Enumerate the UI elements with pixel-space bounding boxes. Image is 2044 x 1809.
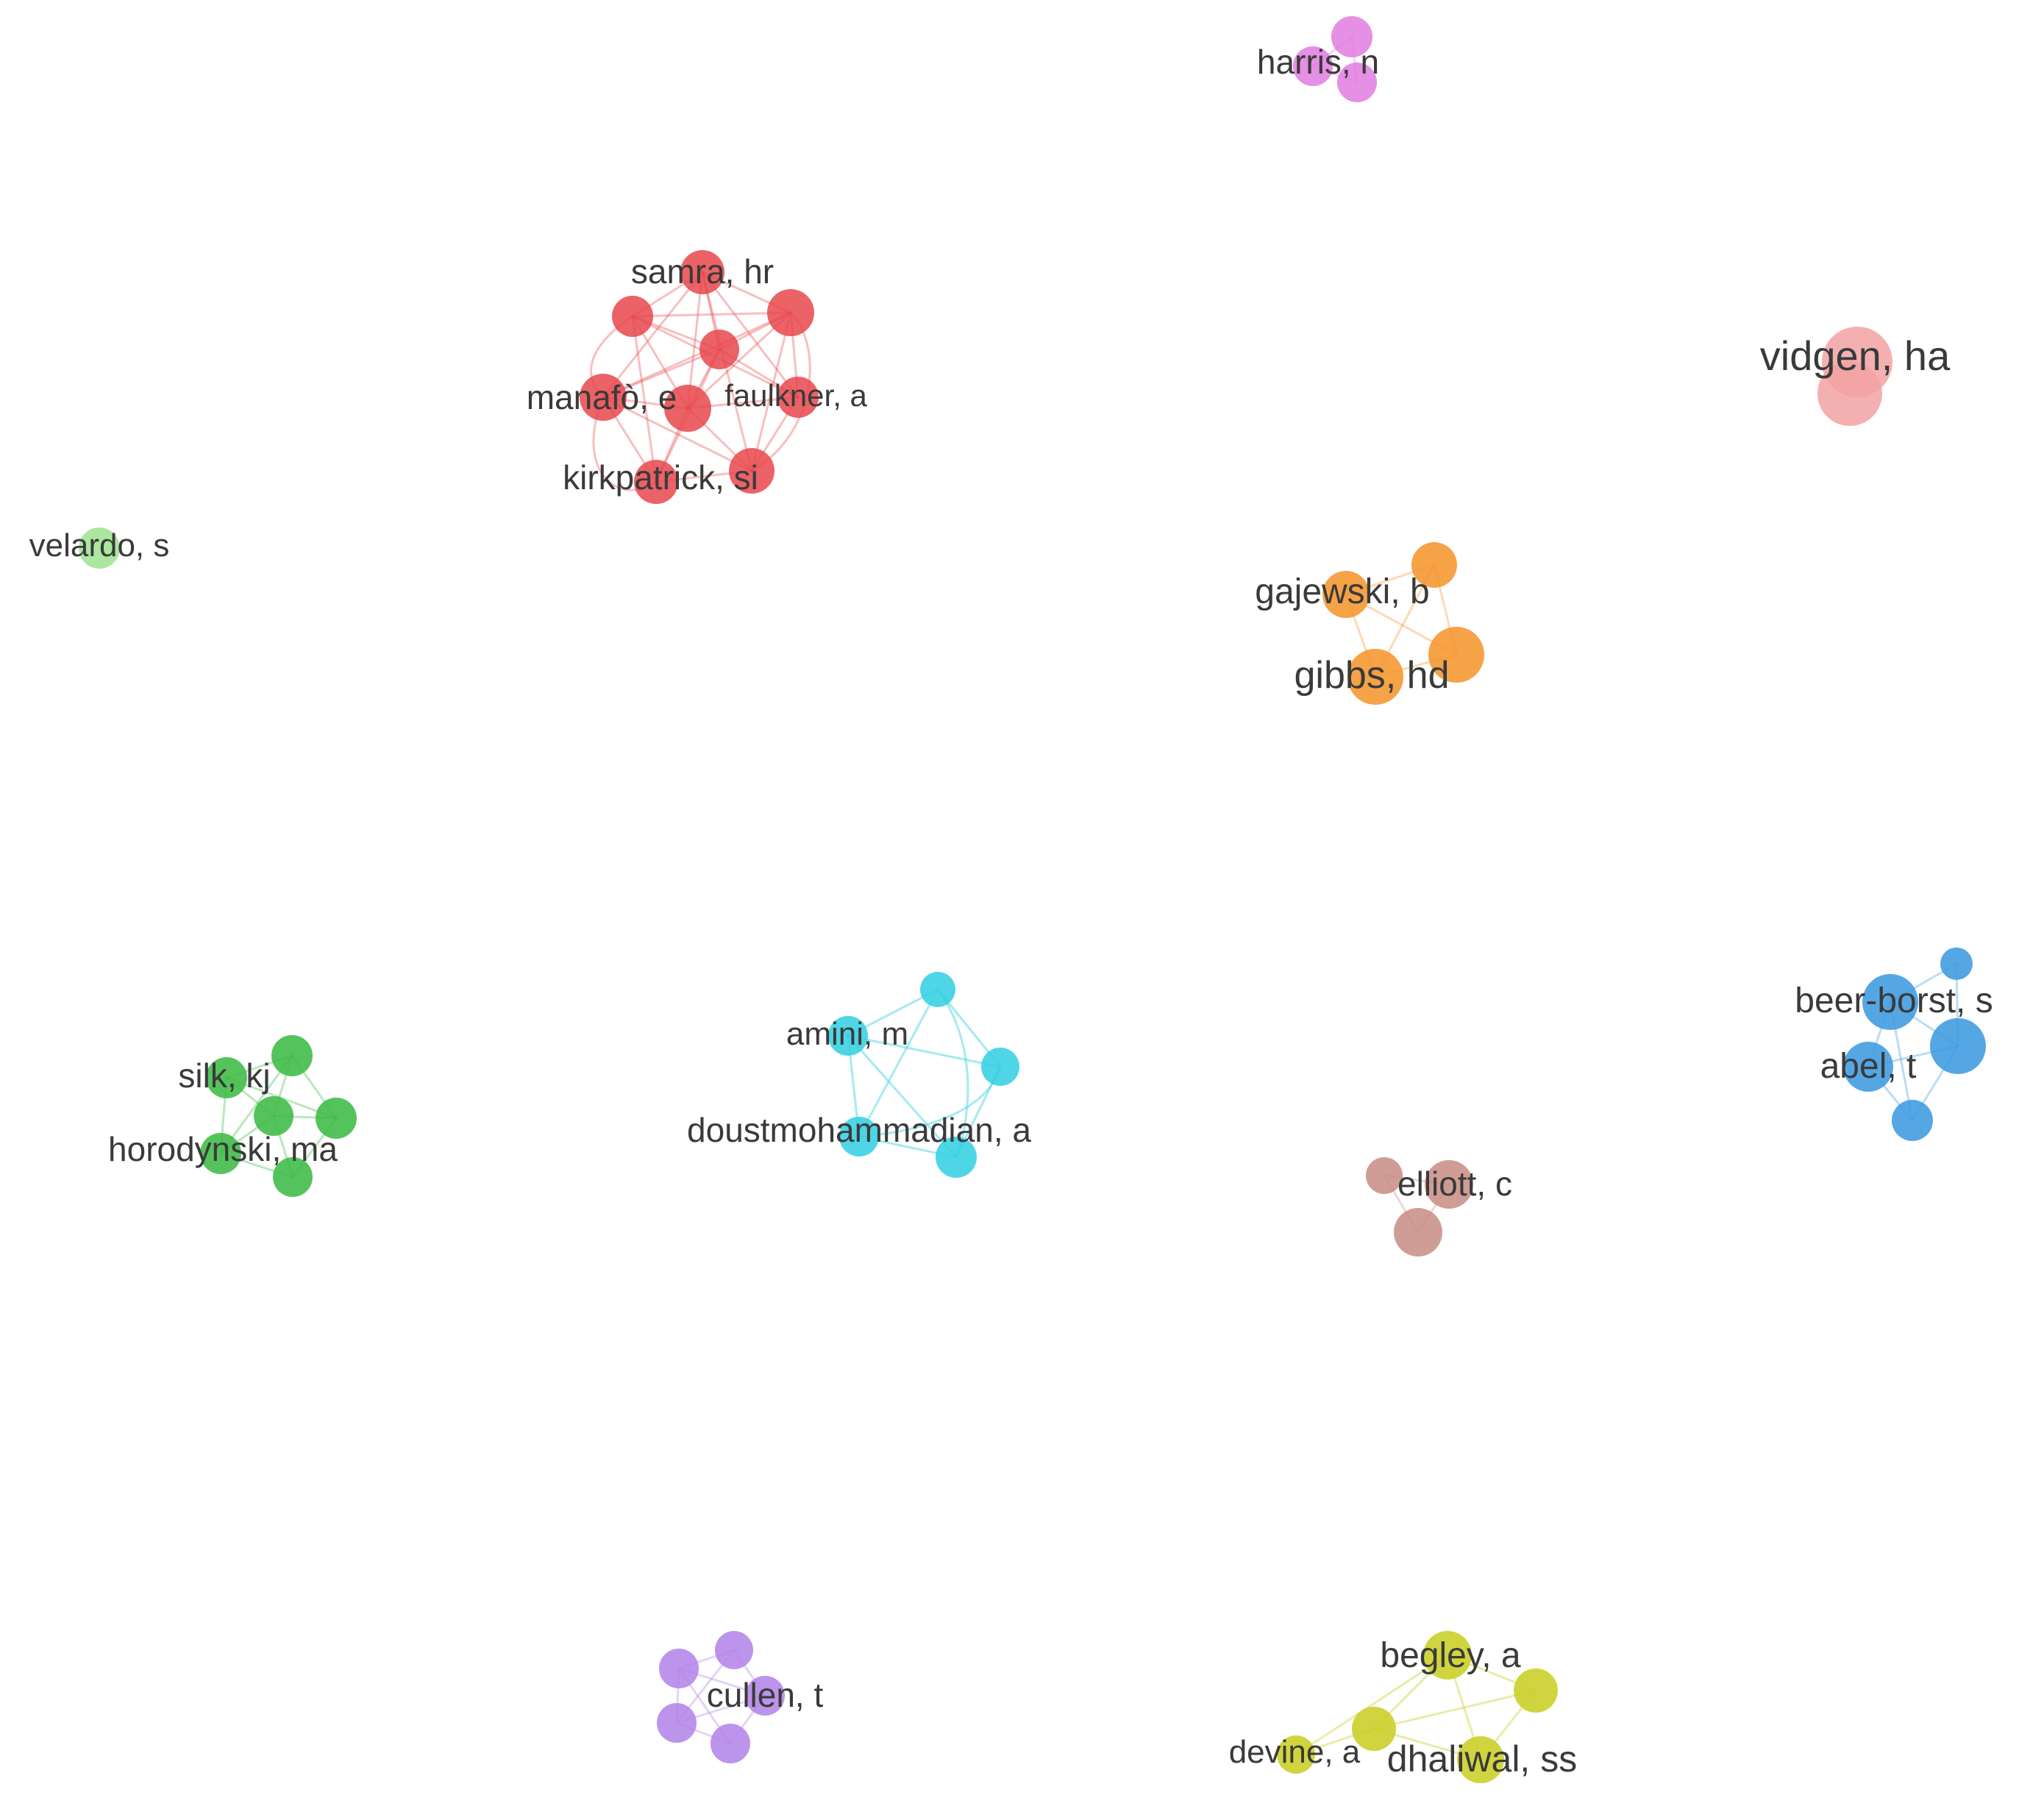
cluster-orange: gajewski, b gibbs, hd (1255, 542, 1484, 705)
author-node[interactable] (981, 1048, 1019, 1086)
author-label-gibbs-hd: gibbs, hd (1294, 654, 1449, 697)
author-label-begley-a: begley, a (1380, 1636, 1521, 1675)
author-node[interactable] (200, 1133, 241, 1174)
author-node[interactable] (1930, 1018, 1986, 1074)
cluster-brown: elliott, c (1366, 1157, 1512, 1257)
author-node[interactable] (664, 385, 711, 432)
edge (602, 271, 704, 399)
author-node[interactable] (634, 460, 678, 504)
author-node[interactable] (729, 448, 774, 494)
author-node[interactable] (1366, 1157, 1403, 1194)
author-node[interactable] (657, 1703, 697, 1743)
author-node[interactable] (1352, 1707, 1396, 1751)
author-node[interactable] (1843, 1042, 1893, 1092)
author-node[interactable] (745, 1676, 785, 1716)
author-node[interactable] (1514, 1668, 1558, 1713)
author-node[interactable] (1862, 974, 1918, 1030)
cluster-pink: vidgen, ha (1760, 327, 1951, 426)
author-label-doustmohammadian-a: doustmohammadian, a (687, 1111, 1031, 1149)
author-label-beer-borst-s: beer-borst, s (1795, 981, 1993, 1020)
edge (631, 315, 658, 483)
edge (858, 988, 939, 1138)
edge (701, 271, 753, 472)
author-label-manafo-e: manafò, e (527, 378, 677, 416)
author-node[interactable] (699, 330, 739, 369)
author-node[interactable] (1423, 1631, 1472, 1680)
author-node[interactable] (273, 1157, 313, 1197)
author-label-samra-hr: samra, hr (631, 252, 774, 291)
edge (631, 311, 792, 318)
author-node[interactable] (1322, 571, 1370, 618)
author-label-elliott-c: elliott, c (1397, 1165, 1512, 1203)
edge (1295, 1654, 1449, 1756)
author-label-dhaliwal-ss: dhaliwal, ss (1387, 1738, 1577, 1780)
author-node[interactable] (936, 1137, 977, 1178)
edge (602, 396, 753, 472)
author-node[interactable] (612, 296, 653, 337)
author-label-faulkner-a: faulkner, a (724, 378, 867, 413)
author-node[interactable] (767, 289, 814, 336)
author-node[interactable] (715, 1631, 753, 1669)
author-node[interactable] (79, 527, 120, 569)
author-node[interactable] (1940, 948, 1973, 980)
author-node[interactable] (1331, 16, 1372, 57)
edge (847, 1034, 958, 1159)
author-node[interactable] (711, 1724, 750, 1763)
author-node[interactable] (316, 1098, 357, 1139)
author-node[interactable] (777, 377, 819, 418)
author-node[interactable] (1394, 1208, 1442, 1257)
author-node[interactable] (1277, 1735, 1315, 1774)
author-label-horodynski-ma: horodynski, ma (108, 1130, 338, 1168)
edge (602, 311, 792, 399)
author-node[interactable] (1892, 1100, 1933, 1141)
author-label-kirkpatrick-si: kirkpatrick, si (563, 458, 758, 497)
author-node[interactable] (1457, 1736, 1504, 1783)
cluster-yellow: begley, a devine, a dhaliwal, ss (1229, 1631, 1577, 1783)
cluster-red: samra, hr manafò, e faulkner, a kirkpatr… (527, 250, 868, 504)
author-label-amini-m: amini, m (786, 1016, 908, 1052)
cluster-green: silk, kj horodynski, ma (108, 1035, 357, 1197)
edge (750, 311, 792, 472)
edge (847, 1034, 1002, 1068)
author-node[interactable] (1425, 1160, 1473, 1209)
author-label-velardo-s: velardo, s (29, 527, 170, 564)
cluster-blue: beer-borst, s abel, t (1795, 948, 1993, 1141)
author-label-devine-a: devine, a (1229, 1734, 1361, 1770)
author-label-gajewski-b: gajewski, b (1255, 572, 1429, 611)
author-label-abel-t: abel, t (1820, 1047, 1917, 1086)
author-node[interactable] (1428, 627, 1484, 683)
author-label-vidgen-ha: vidgen, ha (1760, 333, 1951, 379)
author-node[interactable] (1347, 649, 1403, 705)
author-node[interactable] (920, 972, 955, 1007)
cluster-cyan: amini, m doustmohammadian, a (687, 972, 1031, 1178)
edge (701, 271, 800, 399)
author-node[interactable] (1293, 46, 1333, 86)
author-node[interactable] (271, 1035, 313, 1076)
author-label-silk-kj: silk, kj (178, 1056, 270, 1095)
author-label-harris-n: harris, n (1257, 43, 1379, 81)
author-node[interactable] (1337, 63, 1377, 102)
author-node[interactable] (206, 1057, 247, 1098)
author-node[interactable] (580, 374, 627, 421)
cluster-purple: cullen, t (657, 1631, 823, 1763)
author-node[interactable] (1411, 542, 1457, 588)
author-node[interactable] (680, 250, 724, 294)
cluster-light-green: velardo, s (29, 527, 170, 569)
author-label-cullen-t: cullen, t (707, 1676, 824, 1714)
author-node[interactable] (1817, 361, 1882, 426)
edge (1372, 1689, 1537, 1730)
cluster-magenta: harris, n (1257, 16, 1379, 102)
author-node[interactable] (254, 1096, 293, 1136)
author-node[interactable] (828, 1016, 868, 1056)
author-node[interactable] (659, 1649, 699, 1688)
author-node[interactable] (839, 1117, 879, 1156)
